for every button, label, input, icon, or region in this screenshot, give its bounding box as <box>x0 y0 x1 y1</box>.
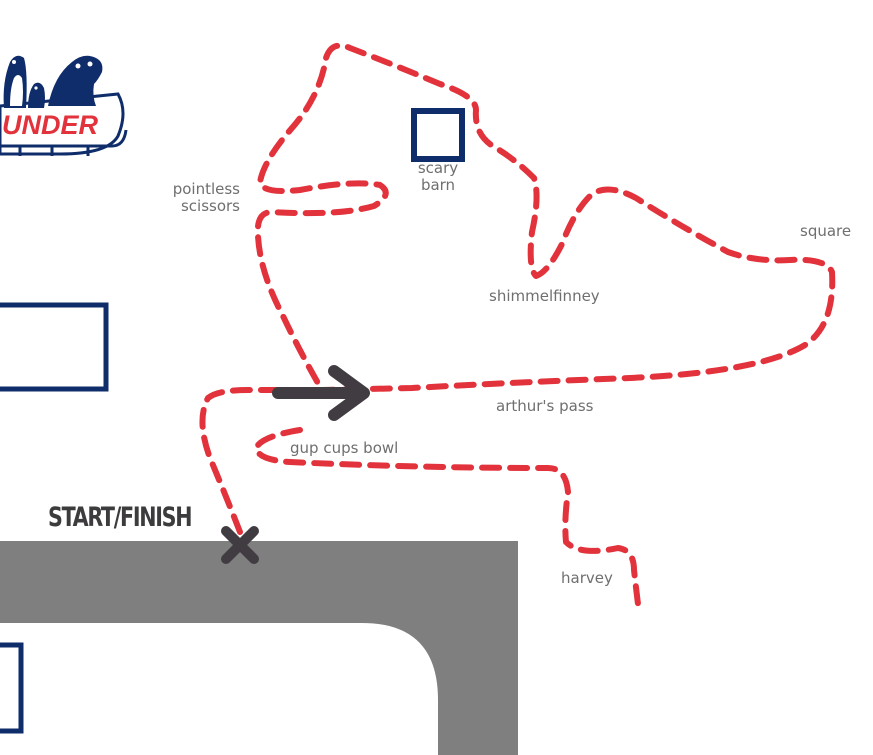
place-scary-barn: scary barn <box>408 160 468 194</box>
place-pointless-scissors-line1: pointless <box>172 180 240 198</box>
place-pointless-scissors-line2: scissors <box>180 197 240 215</box>
place-pointless-scissors: pointless scissors <box>160 181 240 215</box>
road <box>0 541 518 755</box>
place-square: square <box>800 222 852 240</box>
place-gup-cups-bowl: gup cups bowl <box>290 439 399 457</box>
start-finish-label: START/FINISH <box>48 502 193 533</box>
building-left <box>0 302 109 392</box>
direction-arrow-icon <box>272 365 370 421</box>
logo-icon <box>0 55 128 156</box>
place-scary-barn-line1: scary <box>417 159 459 177</box>
building-bottom-left <box>0 642 24 734</box>
route-branch <box>253 427 641 607</box>
logo-text: UNDER <box>2 110 99 140</box>
place-scary-barn-line2: barn <box>420 176 456 194</box>
place-shimmelfinney: shimmelfinney <box>489 287 600 305</box>
place-harvey: harvey <box>561 569 613 587</box>
place-arthurs-pass: arthur's pass <box>496 397 594 415</box>
scary-barn-icon <box>411 108 465 162</box>
start-finish-marker-icon <box>221 526 259 564</box>
route-path <box>199 42 836 535</box>
